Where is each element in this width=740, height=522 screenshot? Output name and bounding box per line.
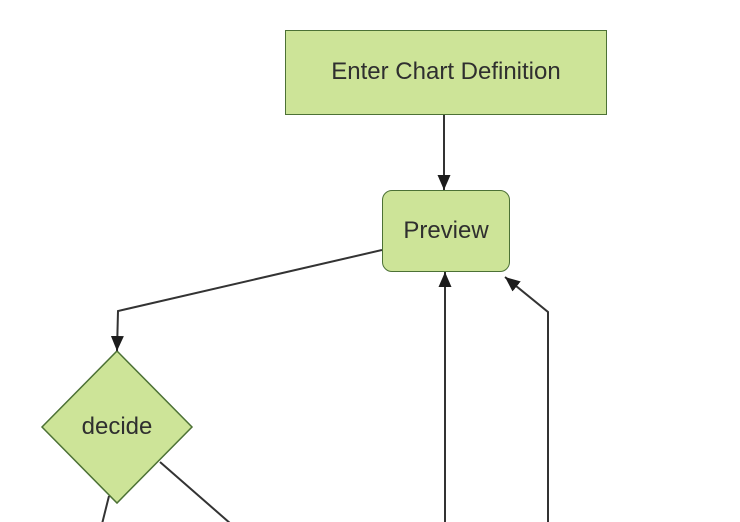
node-enter-chart-definition-label: Enter Chart Definition [331,58,561,86]
node-enter-chart-definition: Enter Chart Definition [285,30,607,115]
node-decide-label: decide [81,413,153,440]
edge-offscreen-to-preview-bent [504,276,549,522]
node-decide-shape [40,349,194,505]
node-preview: Preview [382,190,510,272]
node-preview-label: Preview [403,216,489,244]
edge-decide-to-offscreen-left [101,495,110,522]
edge-decide-to-offscreen-right [159,461,231,522]
edge-preview-to-decide [110,249,383,352]
